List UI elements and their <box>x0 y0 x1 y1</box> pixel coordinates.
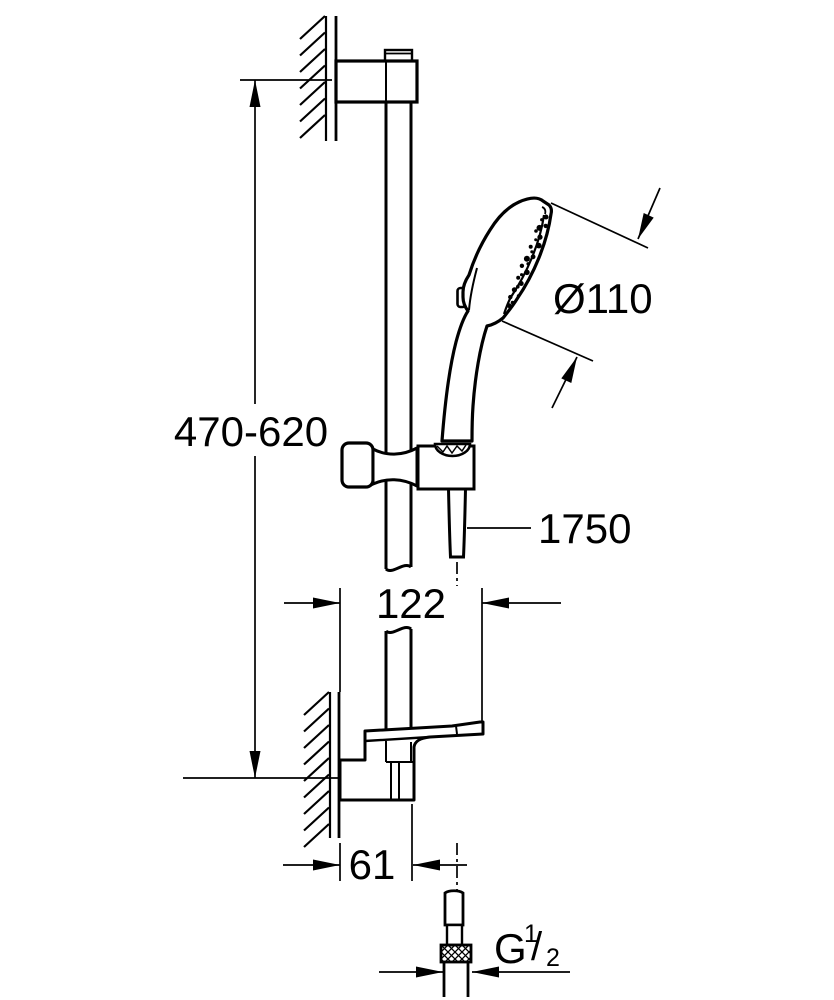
hand-shower-body <box>440 196 553 443</box>
spray-nozzle-dots <box>506 214 549 308</box>
arrow <box>561 357 577 383</box>
hose-end <box>443 889 465 927</box>
arrow-left <box>472 966 499 978</box>
arrow-left <box>413 859 440 871</box>
label-rail-height: 470-620 <box>174 408 328 455</box>
arrow-up <box>249 80 261 107</box>
ferrule-hatch <box>436 444 467 455</box>
arrow-left <box>482 597 509 609</box>
arm-bottom-edge <box>364 735 431 743</box>
label-arm-projection: 122 <box>376 580 446 627</box>
shower-rail <box>384 102 413 742</box>
extension-line <box>550 202 649 249</box>
top-wall-bracket <box>334 48 419 104</box>
dimension-head-diameter: Ø110 <box>501 187 661 409</box>
bracket-body <box>334 59 419 104</box>
label-thread-sub: 2 <box>546 944 560 972</box>
label-thread-sup: 1 <box>524 920 538 948</box>
dimension-thread: G 1 / 2 <box>379 920 570 978</box>
label-hose-length: 1750 <box>538 505 631 552</box>
handle-ferrule <box>433 442 472 458</box>
dimension-arm-projection: 122 <box>284 580 561 722</box>
arrow-right <box>313 597 340 609</box>
shower-hose <box>446 487 468 891</box>
label-wall-offset: 61 <box>349 841 396 888</box>
arrow-right <box>313 859 340 871</box>
hand-shower <box>433 196 553 458</box>
arrow-down <box>249 751 261 778</box>
hose-fitting <box>439 889 473 997</box>
holder-knob <box>340 441 375 489</box>
extension-line <box>501 320 594 362</box>
rail-break-upper <box>384 564 412 572</box>
label-thread-slash: / <box>531 925 543 969</box>
knurl-nut <box>439 943 473 964</box>
rail-break-lower <box>384 626 412 634</box>
wall-hatch-top <box>299 15 326 139</box>
label-head-diameter: Ø110 <box>553 275 653 322</box>
arrow <box>638 213 654 239</box>
wall-top <box>299 15 338 141</box>
bottom-wall-bracket <box>338 720 485 802</box>
wall-hatch-bottom <box>303 691 330 848</box>
hose-upper <box>446 487 468 559</box>
dimension-hose-length: 1750 <box>467 505 631 552</box>
handle-crease <box>468 267 478 311</box>
holder-clamp <box>371 445 419 489</box>
dimension-rail-height: 470-620 <box>174 79 338 779</box>
wall-bottom <box>303 691 341 848</box>
dimension-wall-offset: 61 <box>283 804 467 888</box>
label-thread-g: G <box>494 925 527 972</box>
bracket-cap <box>383 48 414 63</box>
fitting-neck <box>445 923 464 947</box>
arrow-right <box>416 966 443 978</box>
slider-holder <box>340 441 476 491</box>
